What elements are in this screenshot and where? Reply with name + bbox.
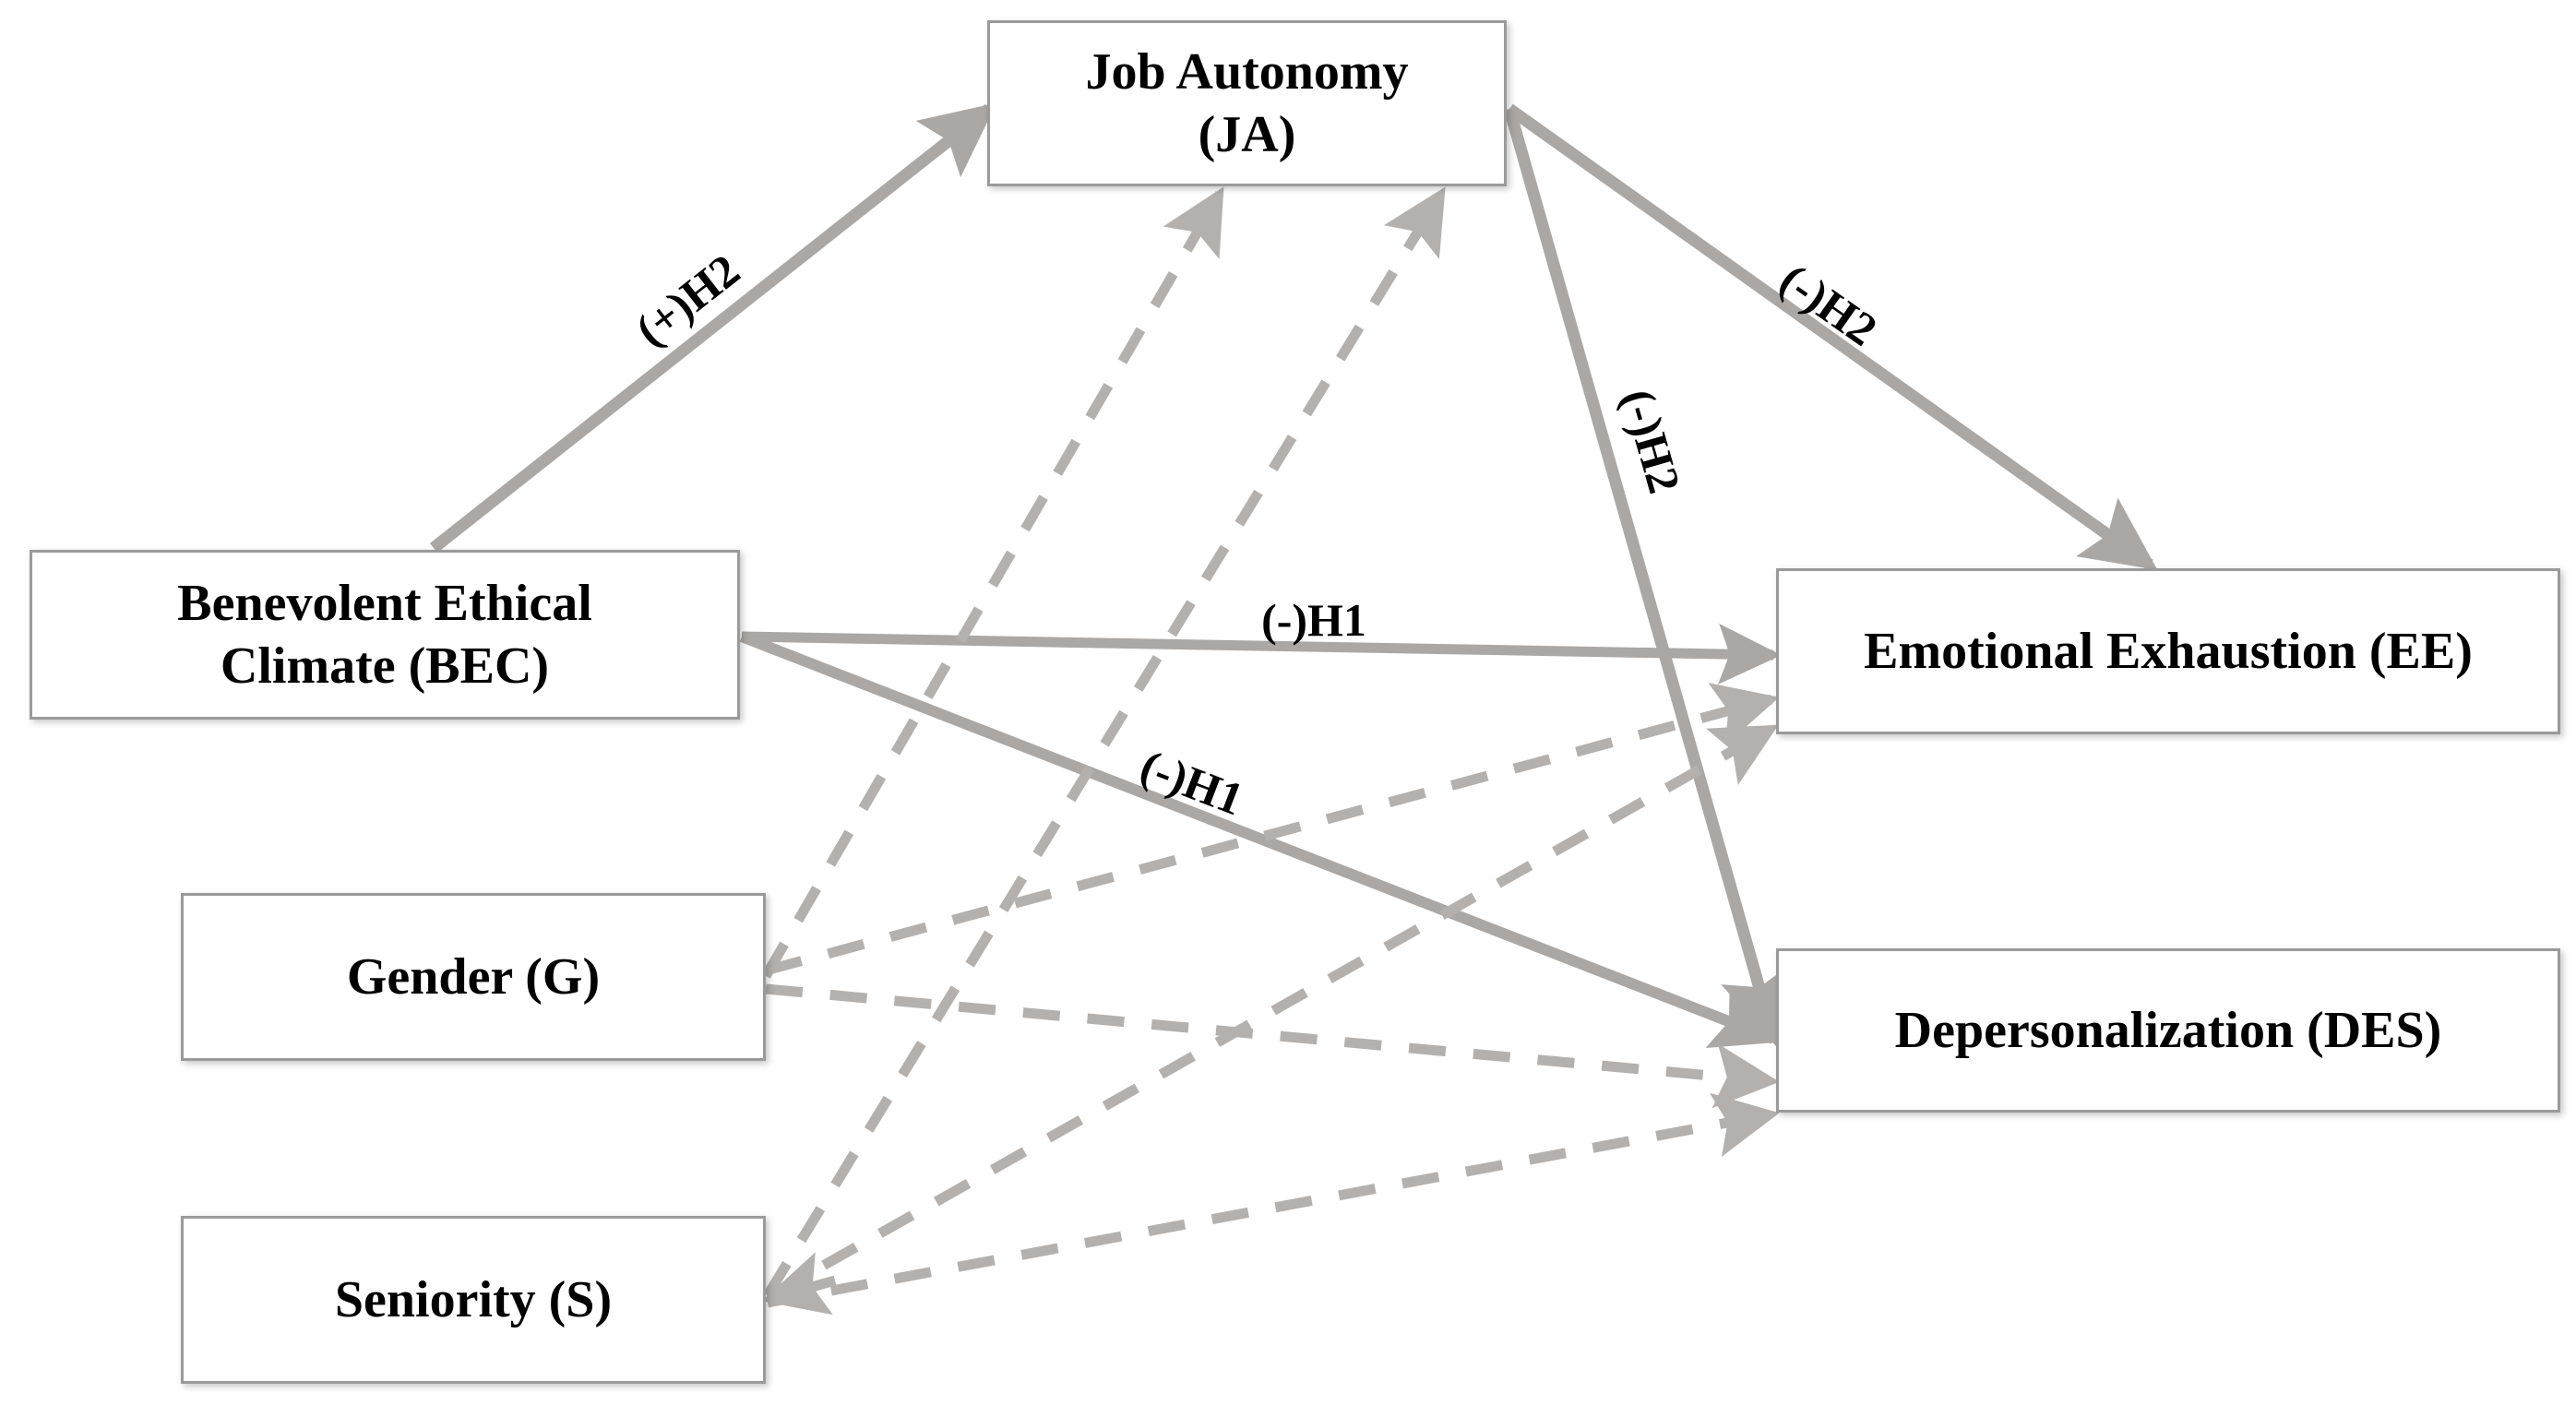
edge-bec-to-ee [741, 623, 1782, 685]
node-label-ee: Emotional Exhaustion (EE) [1864, 622, 2473, 680]
edge-gender-to-ee [764, 683, 1780, 976]
edge-ja-to-ee [1506, 103, 2158, 571]
edge-seniority-to-ja [763, 186, 1446, 1298]
edge-seniority-to-des [766, 1092, 1780, 1308]
node-job-autonomy[interactable]: Job Autonomy (JA) [987, 20, 1507, 186]
edge-seniority-to-ee [765, 724, 1779, 1302]
node-label-bec: Benevolent Ethical Climate (BEC) [177, 574, 592, 695]
edge-gender-to-ja [761, 186, 1224, 979]
node-emotional-exhaustion[interactable]: Emotional Exhaustion (EE) [1776, 568, 2560, 734]
edge-gender-to-des [765, 983, 1780, 1109]
node-label-ja: Job Autonomy (JA) [1085, 42, 1409, 163]
edge-bec-to-des [739, 631, 1782, 1048]
node-label-seniority: Seniority (S) [334, 1270, 613, 1328]
node-depersonalization[interactable]: Depersonalization (DES) [1776, 948, 2560, 1113]
node-label-gender: Gender (G) [346, 947, 601, 1006]
node-label-des: Depersonalization (DES) [1894, 1001, 2442, 1059]
node-seniority[interactable]: Seniority (S) [181, 1216, 766, 1384]
node-gender[interactable]: Gender (G) [181, 893, 766, 1061]
edge-ja-to-des [1503, 107, 1791, 1047]
edge-bec-to-ja [429, 102, 997, 554]
edge-seniority-inbound-tick [761, 1252, 837, 1316]
edge-label-bec-to-ee: (-)H1 [1261, 594, 1366, 646]
node-benevolent-ethical-climate[interactable]: Benevolent Ethical Climate (BEC) [30, 550, 740, 720]
